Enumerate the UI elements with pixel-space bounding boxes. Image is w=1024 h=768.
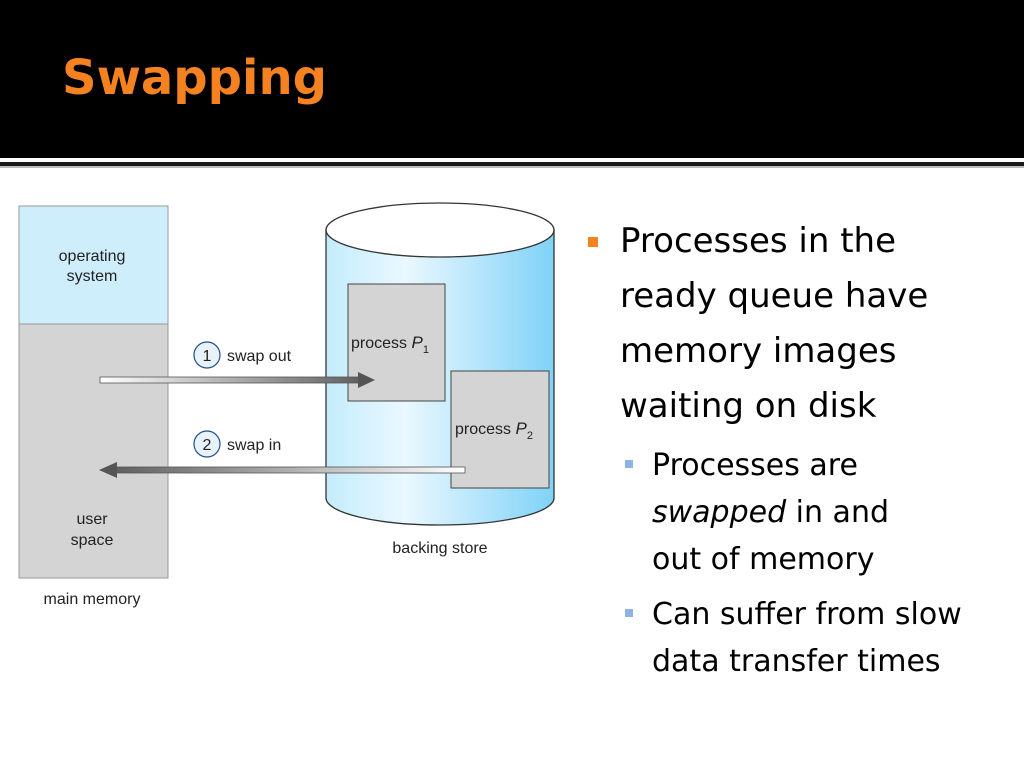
swap-in-label: swap in [227,437,281,454]
bullet-main-line-2: ready queue have [620,276,929,316]
main-memory-caption: main memory [44,591,141,608]
sub-bullet-marker [625,609,633,617]
bullet-main-line-1: Processes in the [620,221,897,261]
user-label-2: space [71,532,114,549]
bullet-marker [588,237,598,247]
title-bar [0,0,1024,158]
swapping-diagram: operating system user space main memory … [18,202,555,608]
swap-in-number-circle [193,430,221,458]
process-p2-label: process P2 [455,419,533,442]
os-label-1: operating [59,248,126,265]
os-label-2: system [67,268,118,285]
sub-bullet-1: Processes are swapped in and out of memo… [588,442,1018,583]
divider-light [0,158,1024,162]
swap-out-label: swap out [227,348,292,365]
swap-out-number-circle [193,341,221,369]
sub-bullet-marker [625,460,633,468]
user-label-1: user [76,511,108,528]
swap-in-number: 2 [203,437,212,454]
divider-dark [0,162,1024,166]
cylinder-top [325,202,555,258]
swap-in-arrowhead [99,462,117,478]
swapped-emphasis: swapped [652,495,787,530]
slide-title: Swapping [62,50,328,106]
bullet-main-line-3: memory images [620,331,897,371]
backing-store-caption: backing store [392,540,487,557]
bullet-list: Processes in the ready queue have memory… [588,214,1018,685]
sub-bullet-2-line-2: data transfer times [652,644,941,679]
sub-bullet-1-line-3: out of memory [652,542,875,577]
swap-out-number: 1 [203,348,212,365]
process-p1-label: process P1 [351,333,429,356]
sub-bullet-2-line-1: Can suffer from slow [652,597,962,632]
sub-bullet-1-line-2: swapped in and [652,489,1018,536]
bullet-main: Processes in the ready queue have memory… [588,214,1018,434]
sub-bullet-2: Can suffer from slow data transfer times [588,591,1018,685]
divider-grey [0,166,1024,168]
swap-out-arrowhead [358,372,375,388]
memory-os-region [18,205,169,325]
process-p2-box [450,370,550,489]
sub-bullet-1-rest: in and [786,495,890,530]
swap-out-arrow-shaft [99,376,361,384]
sub-bullet-1-line-1: Processes are [652,448,858,483]
bullet-main-line-4: waiting on disk [620,386,877,426]
memory-user-region [18,323,169,579]
swap-in-arrow-shaft [114,466,466,474]
